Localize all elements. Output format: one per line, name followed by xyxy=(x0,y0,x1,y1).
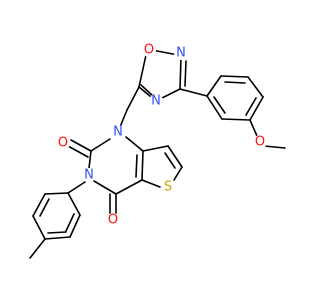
bond-n-c3-double xyxy=(184,60,187,87)
atom-nitrogen-ring-low: N xyxy=(149,94,163,109)
bond-tol4-tol5 xyxy=(32,215,46,240)
bond-tol5-tol6 xyxy=(32,193,46,217)
bond-ar-inner-2 xyxy=(245,97,257,116)
atom-oxygen-methoxy: O xyxy=(253,135,267,150)
atom-label-n1: N xyxy=(113,125,123,140)
bond-o-n xyxy=(151,49,179,56)
bond-tol2-tol3 xyxy=(69,214,81,238)
bond-tol6-tol1 xyxy=(44,192,69,195)
atom-sulfur: S xyxy=(161,180,175,195)
atom-nitrogen-ring-top: N xyxy=(174,46,188,61)
bond-layer xyxy=(29,49,286,259)
molecule-structure-diagram: O N N O N O N S xyxy=(29,43,286,259)
bond-n-c5-double xyxy=(140,84,154,97)
bond-tol3-tol4 xyxy=(44,236,71,240)
bond-n1-c8a xyxy=(125,136,144,152)
bond-ar3-ar4 xyxy=(247,76,264,98)
bond-c4-n3 xyxy=(93,180,117,195)
atom-label-o-c2: O xyxy=(58,136,68,151)
atom-label-o-ring: O xyxy=(144,43,154,58)
bond-n3-tolyl xyxy=(67,181,86,194)
bond-c2-o xyxy=(70,139,92,152)
atom-nitrogen-n3: N xyxy=(82,168,96,183)
atom-label-o-methoxy: O xyxy=(255,135,265,150)
bond-tol-methyl xyxy=(29,238,46,259)
bond-ar-inner-3 xyxy=(213,96,226,114)
bond-n-c3 xyxy=(179,56,182,90)
bond-c7-c6 xyxy=(167,145,183,168)
bond-ar5-o xyxy=(249,119,258,137)
bond-tol-inner-2 xyxy=(39,198,50,217)
bond-s-c4a xyxy=(141,179,161,188)
atom-oxygen-c4: O xyxy=(106,213,120,228)
atom-oxygen-c2: O xyxy=(56,136,70,151)
atom-label-n-ring-low: N xyxy=(151,94,161,109)
bond-c3-aryl xyxy=(179,88,208,97)
atom-nitrogen-n1: N xyxy=(111,125,125,140)
bond-tol-inner-3 xyxy=(47,231,67,234)
bond-c8a-c4a-double xyxy=(135,154,138,178)
bond-ch2-n1 xyxy=(119,109,128,128)
bond-c6-s xyxy=(173,166,183,181)
bond-ar5-ar6 xyxy=(221,118,251,121)
bond-c8a-c4a xyxy=(141,150,144,181)
bond-c4a-c4 xyxy=(115,179,143,195)
bond-c7-c6-double xyxy=(164,152,176,169)
bond-c2-o-double xyxy=(67,145,89,158)
bond-ar2-ar3 xyxy=(220,75,249,78)
bond-c5-o xyxy=(138,54,147,88)
bond-n3-c2 xyxy=(88,150,92,169)
atom-label-n3: N xyxy=(84,168,94,183)
bond-tol1-tol2 xyxy=(67,192,81,216)
atom-label-o-c4: O xyxy=(108,213,118,228)
bond-c8a-c7 xyxy=(142,145,169,152)
bond-ar1-ar2 xyxy=(206,75,222,97)
bond-ar6-ar1 xyxy=(206,95,223,120)
atom-label-layer: O N N O N O N S xyxy=(56,43,267,228)
atom-label-s: S xyxy=(164,180,172,195)
atom-oxygen-ring: O xyxy=(142,43,156,58)
bond-o-ch3 xyxy=(263,145,286,149)
atom-label-n-ring-top: N xyxy=(176,46,186,61)
bond-c2-n1 xyxy=(90,138,111,152)
bond-tol-inner-1 xyxy=(65,213,75,232)
bond-ar-inner-1 xyxy=(224,81,246,84)
bond-c5-ch2 xyxy=(126,86,140,111)
bond-ar4-ar5 xyxy=(249,96,264,121)
